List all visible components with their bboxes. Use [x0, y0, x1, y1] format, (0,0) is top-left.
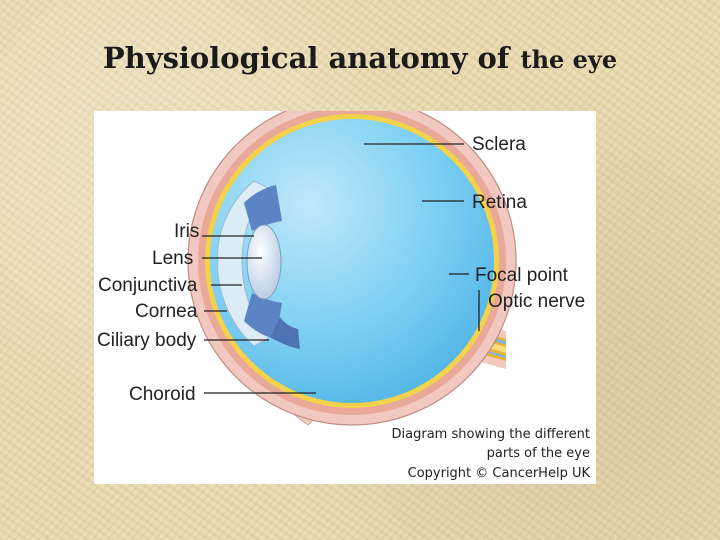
eye-diagram: Sclera Retina Iris Lens Conjunctiva Corn… — [94, 111, 596, 484]
label-choroid: Choroid — [129, 384, 196, 405]
label-ciliary-body: Ciliary body — [97, 330, 197, 351]
label-retina: Retina — [472, 192, 527, 213]
caption-line-2: parts of the eye — [487, 446, 590, 461]
label-lens: Lens — [152, 248, 193, 269]
label-sclera: Sclera — [472, 134, 526, 155]
leader-lines — [202, 143, 480, 394]
caption-line-3: Copyright © CancerHelp UK — [408, 466, 591, 481]
title-tail: the eye — [520, 45, 618, 74]
label-conjunctiva: Conjunctiva — [98, 275, 198, 296]
label-cornea: Cornea — [135, 301, 198, 322]
iris-lower — [244, 293, 282, 339]
title-main: Physiological anatomy of — [102, 41, 510, 75]
lens-shape — [246, 224, 282, 300]
caption-line-1: Diagram showing the different — [392, 427, 590, 442]
page-title: Physiological anatomy of the eye — [0, 38, 720, 76]
label-iris: Iris — [174, 221, 199, 242]
ciliary-body-shape — [270, 317, 300, 349]
iris-upper — [244, 185, 282, 231]
label-optic-nerve: Optic nerve — [488, 291, 585, 312]
eye-diagram-svg: Sclera Retina Iris Lens Conjunctiva Corn… — [97, 111, 591, 481]
label-focal-point: Focal point — [475, 265, 569, 286]
